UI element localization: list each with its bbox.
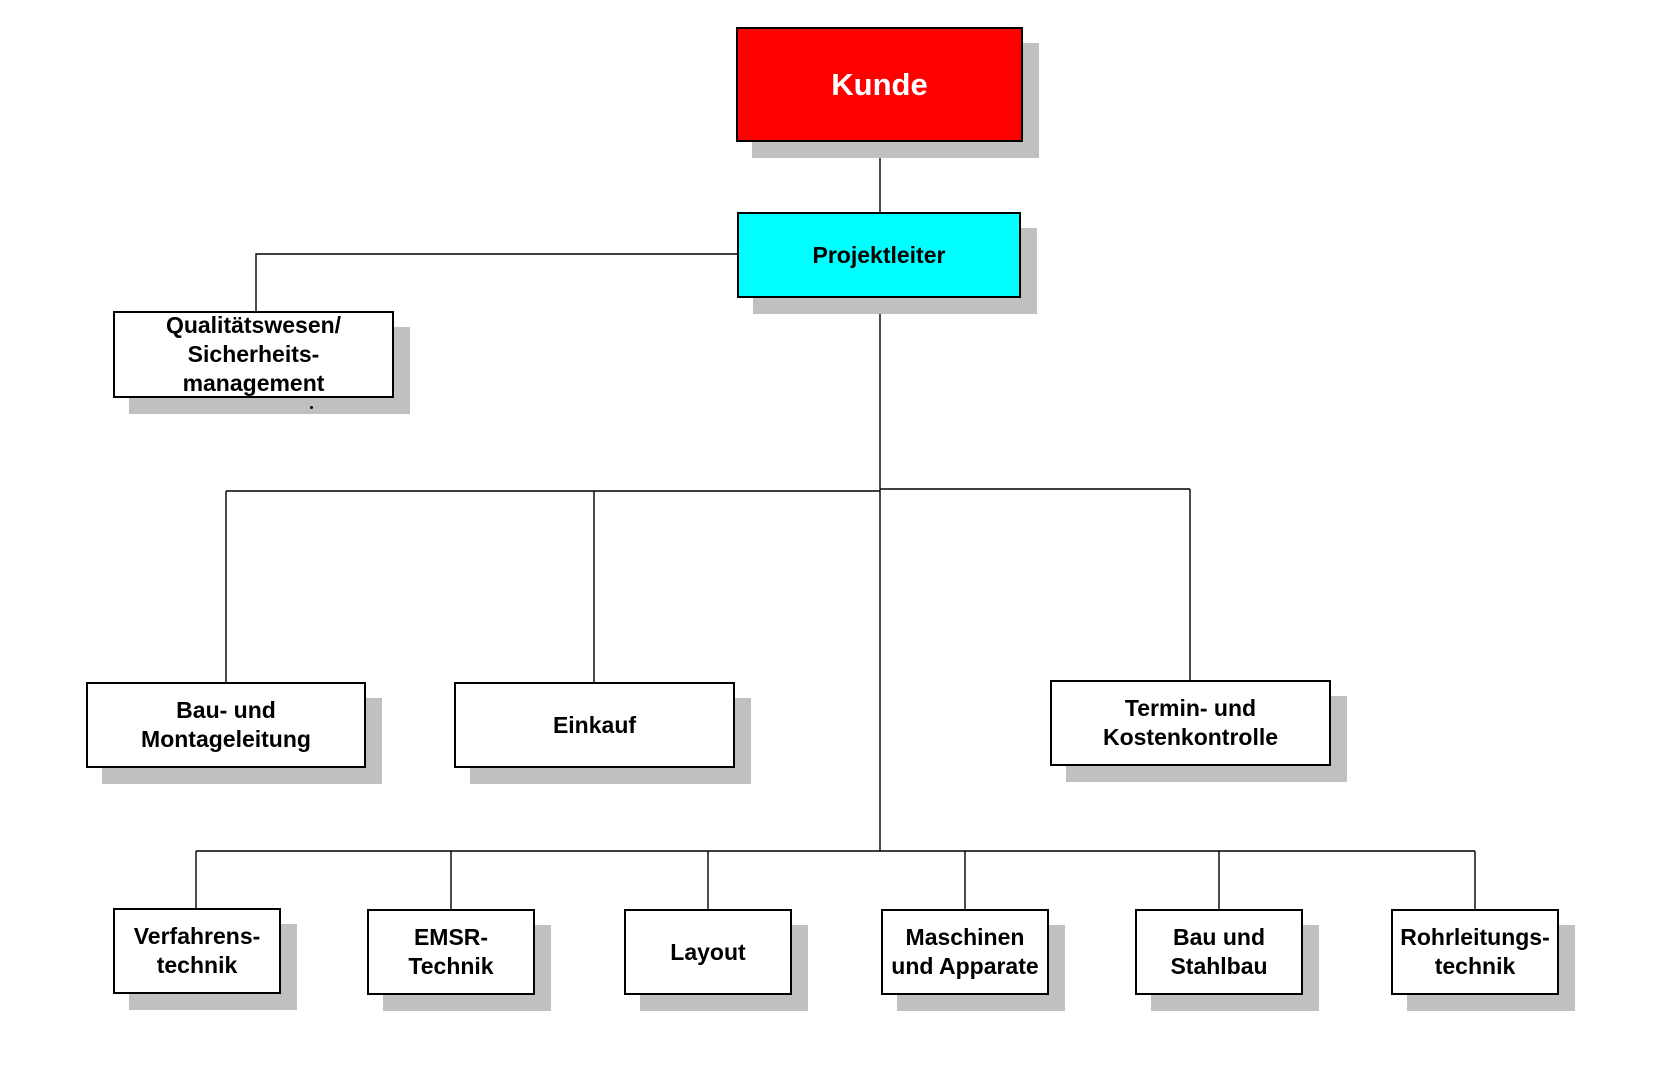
node-termin-kostenkontrolle: Termin- und Kostenkontrolle <box>1050 680 1331 766</box>
node-bau-stahlbau-label: Bau und Stahlbau <box>1170 924 1268 979</box>
node-rohrleitungstechnik: Rohrleitungs- technik <box>1391 909 1559 995</box>
node-einkauf-label: Einkauf <box>552 711 637 738</box>
node-layout: Layout <box>624 909 792 995</box>
node-bau-stahlbau: Bau und Stahlbau <box>1135 909 1303 995</box>
node-projektleiter: Projektleiter <box>737 212 1021 298</box>
node-emsr-technik: EMSR- Technik <box>367 909 535 995</box>
node-verfahrenstechnik: Verfahrens- technik <box>113 908 281 994</box>
node-rohrleitungstechnik-label: Rohrleitungs- technik <box>1400 924 1550 979</box>
node-verfahrenstechnik-label: Verfahrens- technik <box>133 923 261 978</box>
node-qualitaetswesen: Qualitätswesen/ Sicherheits- management <box>113 311 394 398</box>
node-kunde-label: Kunde <box>831 67 928 102</box>
node-qualitaetswesen-label: Qualitätswesen/ Sicherheits- management <box>165 312 342 396</box>
line-projektleiter-qualitaet <box>255 253 738 311</box>
stray-dot <box>310 406 313 409</box>
node-einkauf: Einkauf <box>454 682 735 768</box>
node-maschinen-apparate-label: Maschinen und Apparate <box>891 924 1039 979</box>
node-projektleiter-label: Projektleiter <box>812 241 946 268</box>
node-kunde: Kunde <box>736 27 1023 142</box>
node-bau-montageleitung-label: Bau- und Montageleitung <box>141 697 311 752</box>
node-layout-label: Layout <box>670 938 746 965</box>
node-bau-montageleitung: Bau- und Montageleitung <box>86 682 366 768</box>
node-termin-kostenkontrolle-label: Termin- und Kostenkontrolle <box>1102 695 1279 750</box>
node-emsr-technik-label: EMSR- Technik <box>408 924 494 979</box>
node-maschinen-apparate: Maschinen und Apparate <box>881 909 1049 995</box>
